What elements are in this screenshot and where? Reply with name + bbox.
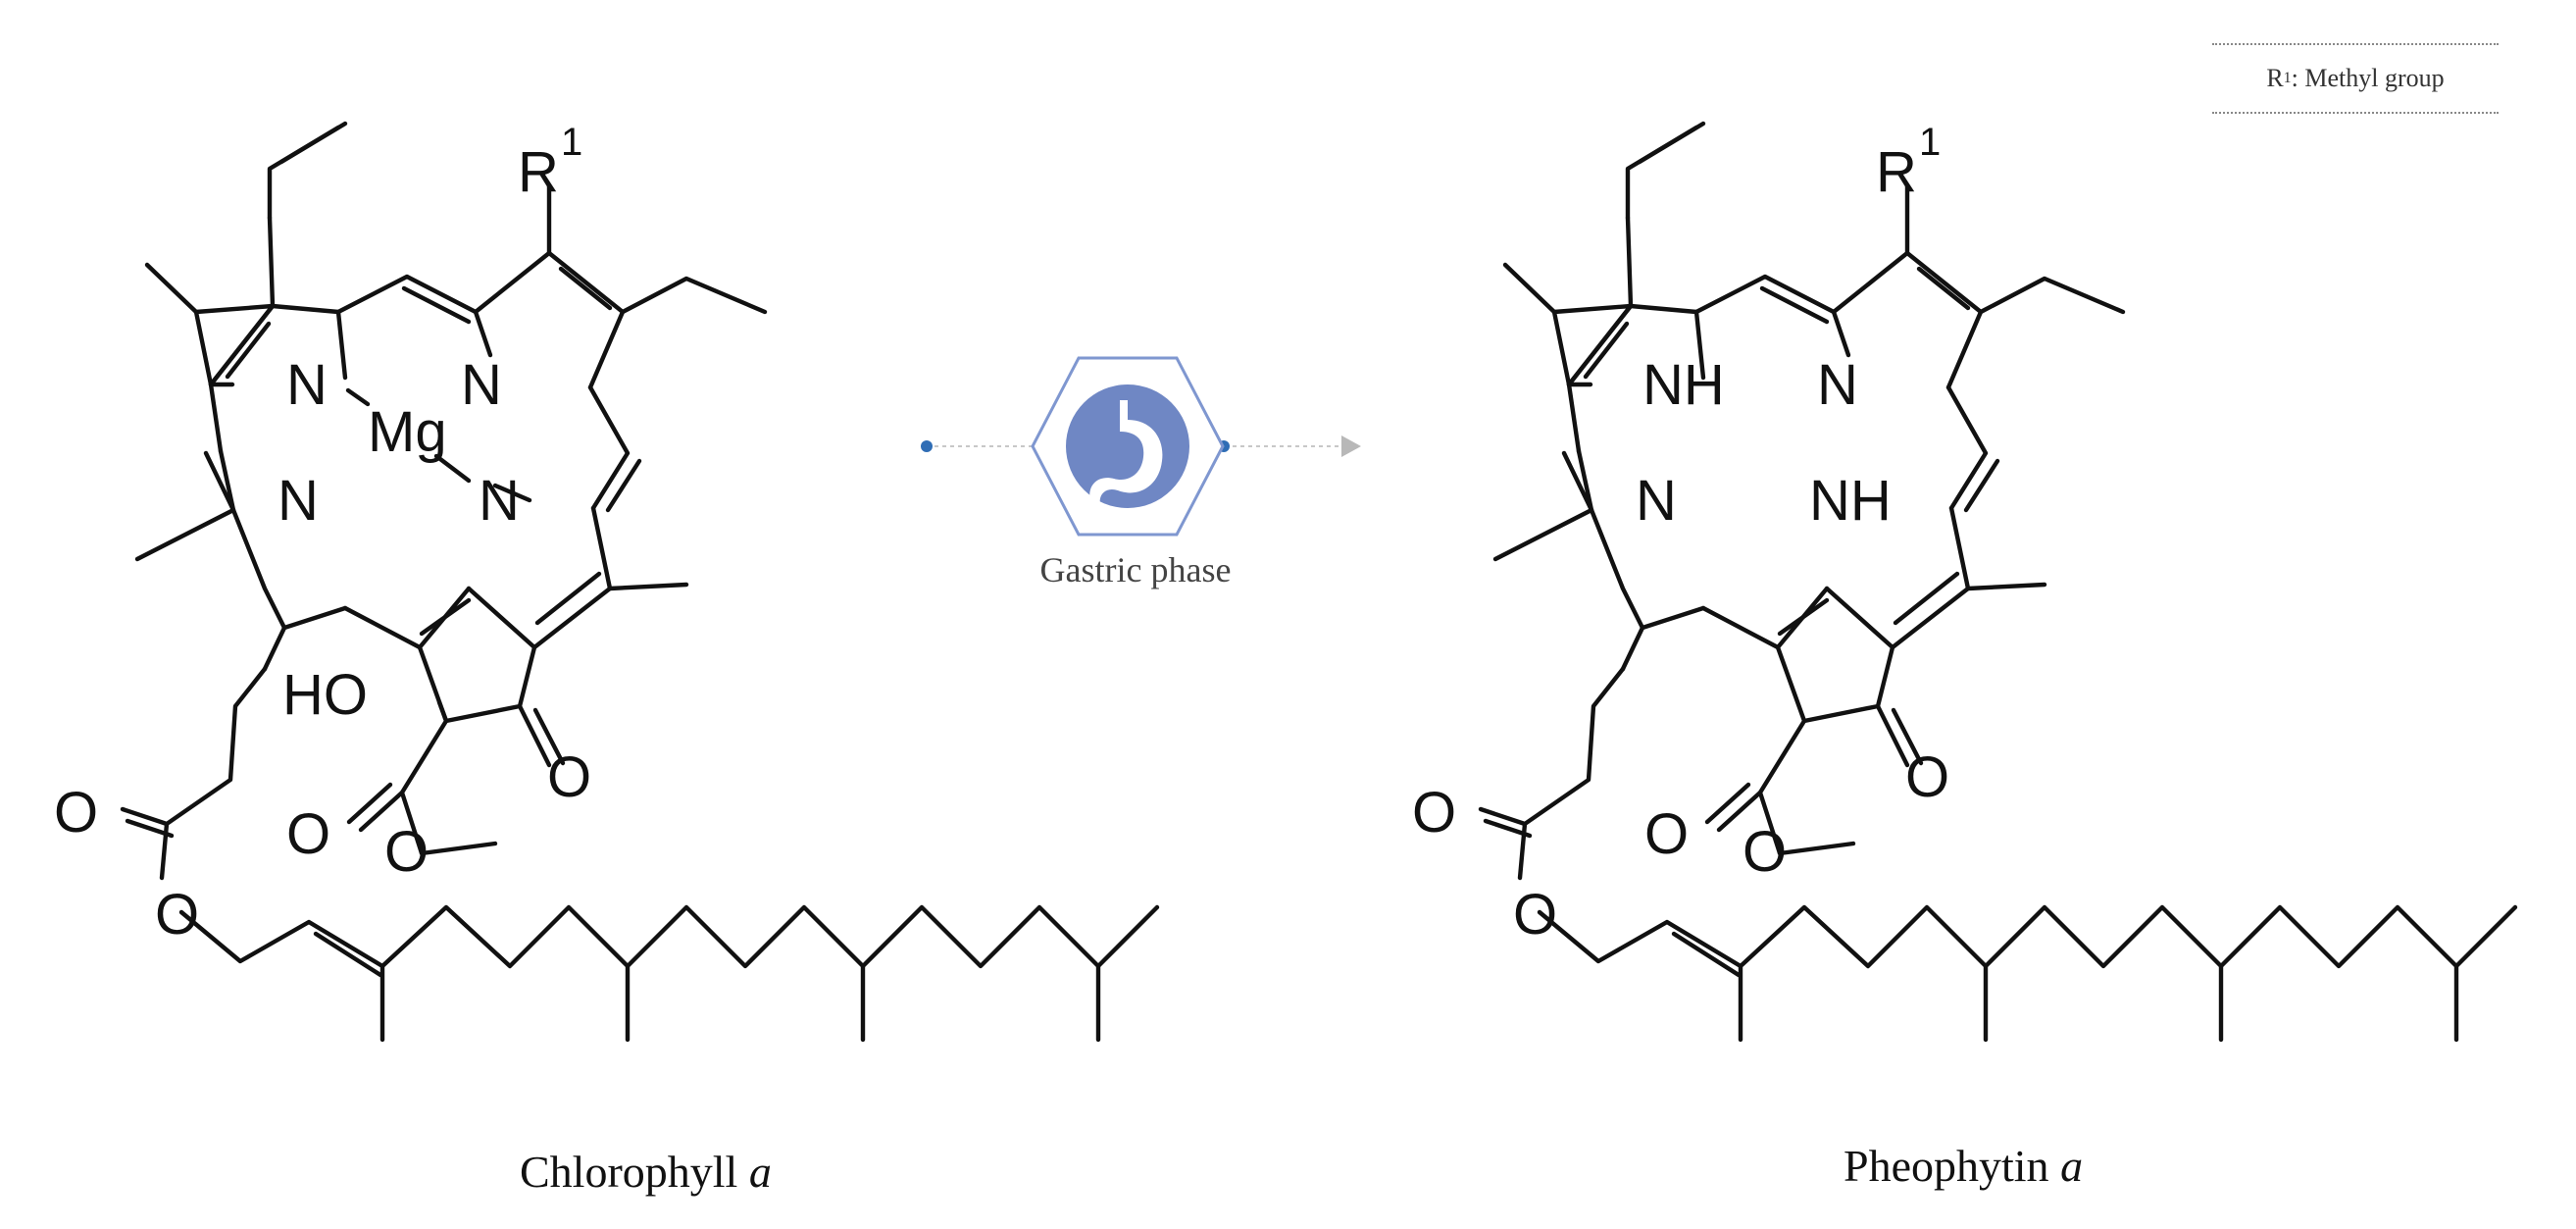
compound-name-text: Pheophytin (1844, 1141, 2049, 1191)
atom-o: O (286, 802, 330, 866)
atom-n: N (286, 353, 328, 417)
atom-o: O (1513, 883, 1557, 947)
compound-name-chlorophyll: Chlorophyll a (520, 1146, 772, 1198)
atom-r-superscript: 1 (561, 121, 582, 164)
atom-r: R (1876, 140, 1917, 204)
compound-name-suffix: a (2060, 1141, 2084, 1191)
reaction-arrow (921, 356, 1361, 537)
atom-o: O (54, 781, 98, 845)
atom-o: O (1644, 802, 1689, 866)
atom-o: O (384, 820, 429, 884)
atom-r-superscript: 1 (1919, 121, 1941, 164)
atom-n: N (461, 353, 502, 417)
atom-o: O (1905, 745, 1949, 809)
atom-n: N (1636, 469, 1677, 533)
atom-o: O (1743, 820, 1787, 884)
legend-prefix: R (2266, 64, 2284, 92)
atom-nh: NH (1642, 353, 1725, 417)
compound-name-pheophytin: Pheophytin a (1844, 1140, 2083, 1192)
atom-o: O (155, 883, 199, 947)
atom-ho: HO (282, 663, 368, 727)
atom-o: O (1412, 781, 1456, 845)
legend-superscript: 1 (2283, 70, 2292, 86)
chlorophyll-a-structure: N N Mg N N R 1 HO O O O O O (54, 121, 1157, 1040)
legend-text: : Methyl group (2291, 64, 2445, 92)
atom-nh: NH (1809, 469, 1892, 533)
atom-o: O (547, 745, 591, 809)
pheophytin-a-structure: NH N N NH R 1 O O O O O (1412, 121, 2515, 1040)
connector-dot-start (921, 440, 933, 452)
compound-name-suffix: a (748, 1147, 772, 1197)
stomach-icon (1066, 384, 1189, 508)
compound-name-text: Chlorophyll (520, 1147, 738, 1197)
atom-mg: Mg (368, 400, 447, 464)
process-label: Gastric phase (1039, 550, 1232, 589)
atom-r: R (518, 140, 559, 204)
atom-n: N (479, 469, 520, 533)
arrow-head-icon (1341, 435, 1361, 457)
atom-n: N (278, 469, 319, 533)
atom-n: N (1817, 353, 1858, 417)
